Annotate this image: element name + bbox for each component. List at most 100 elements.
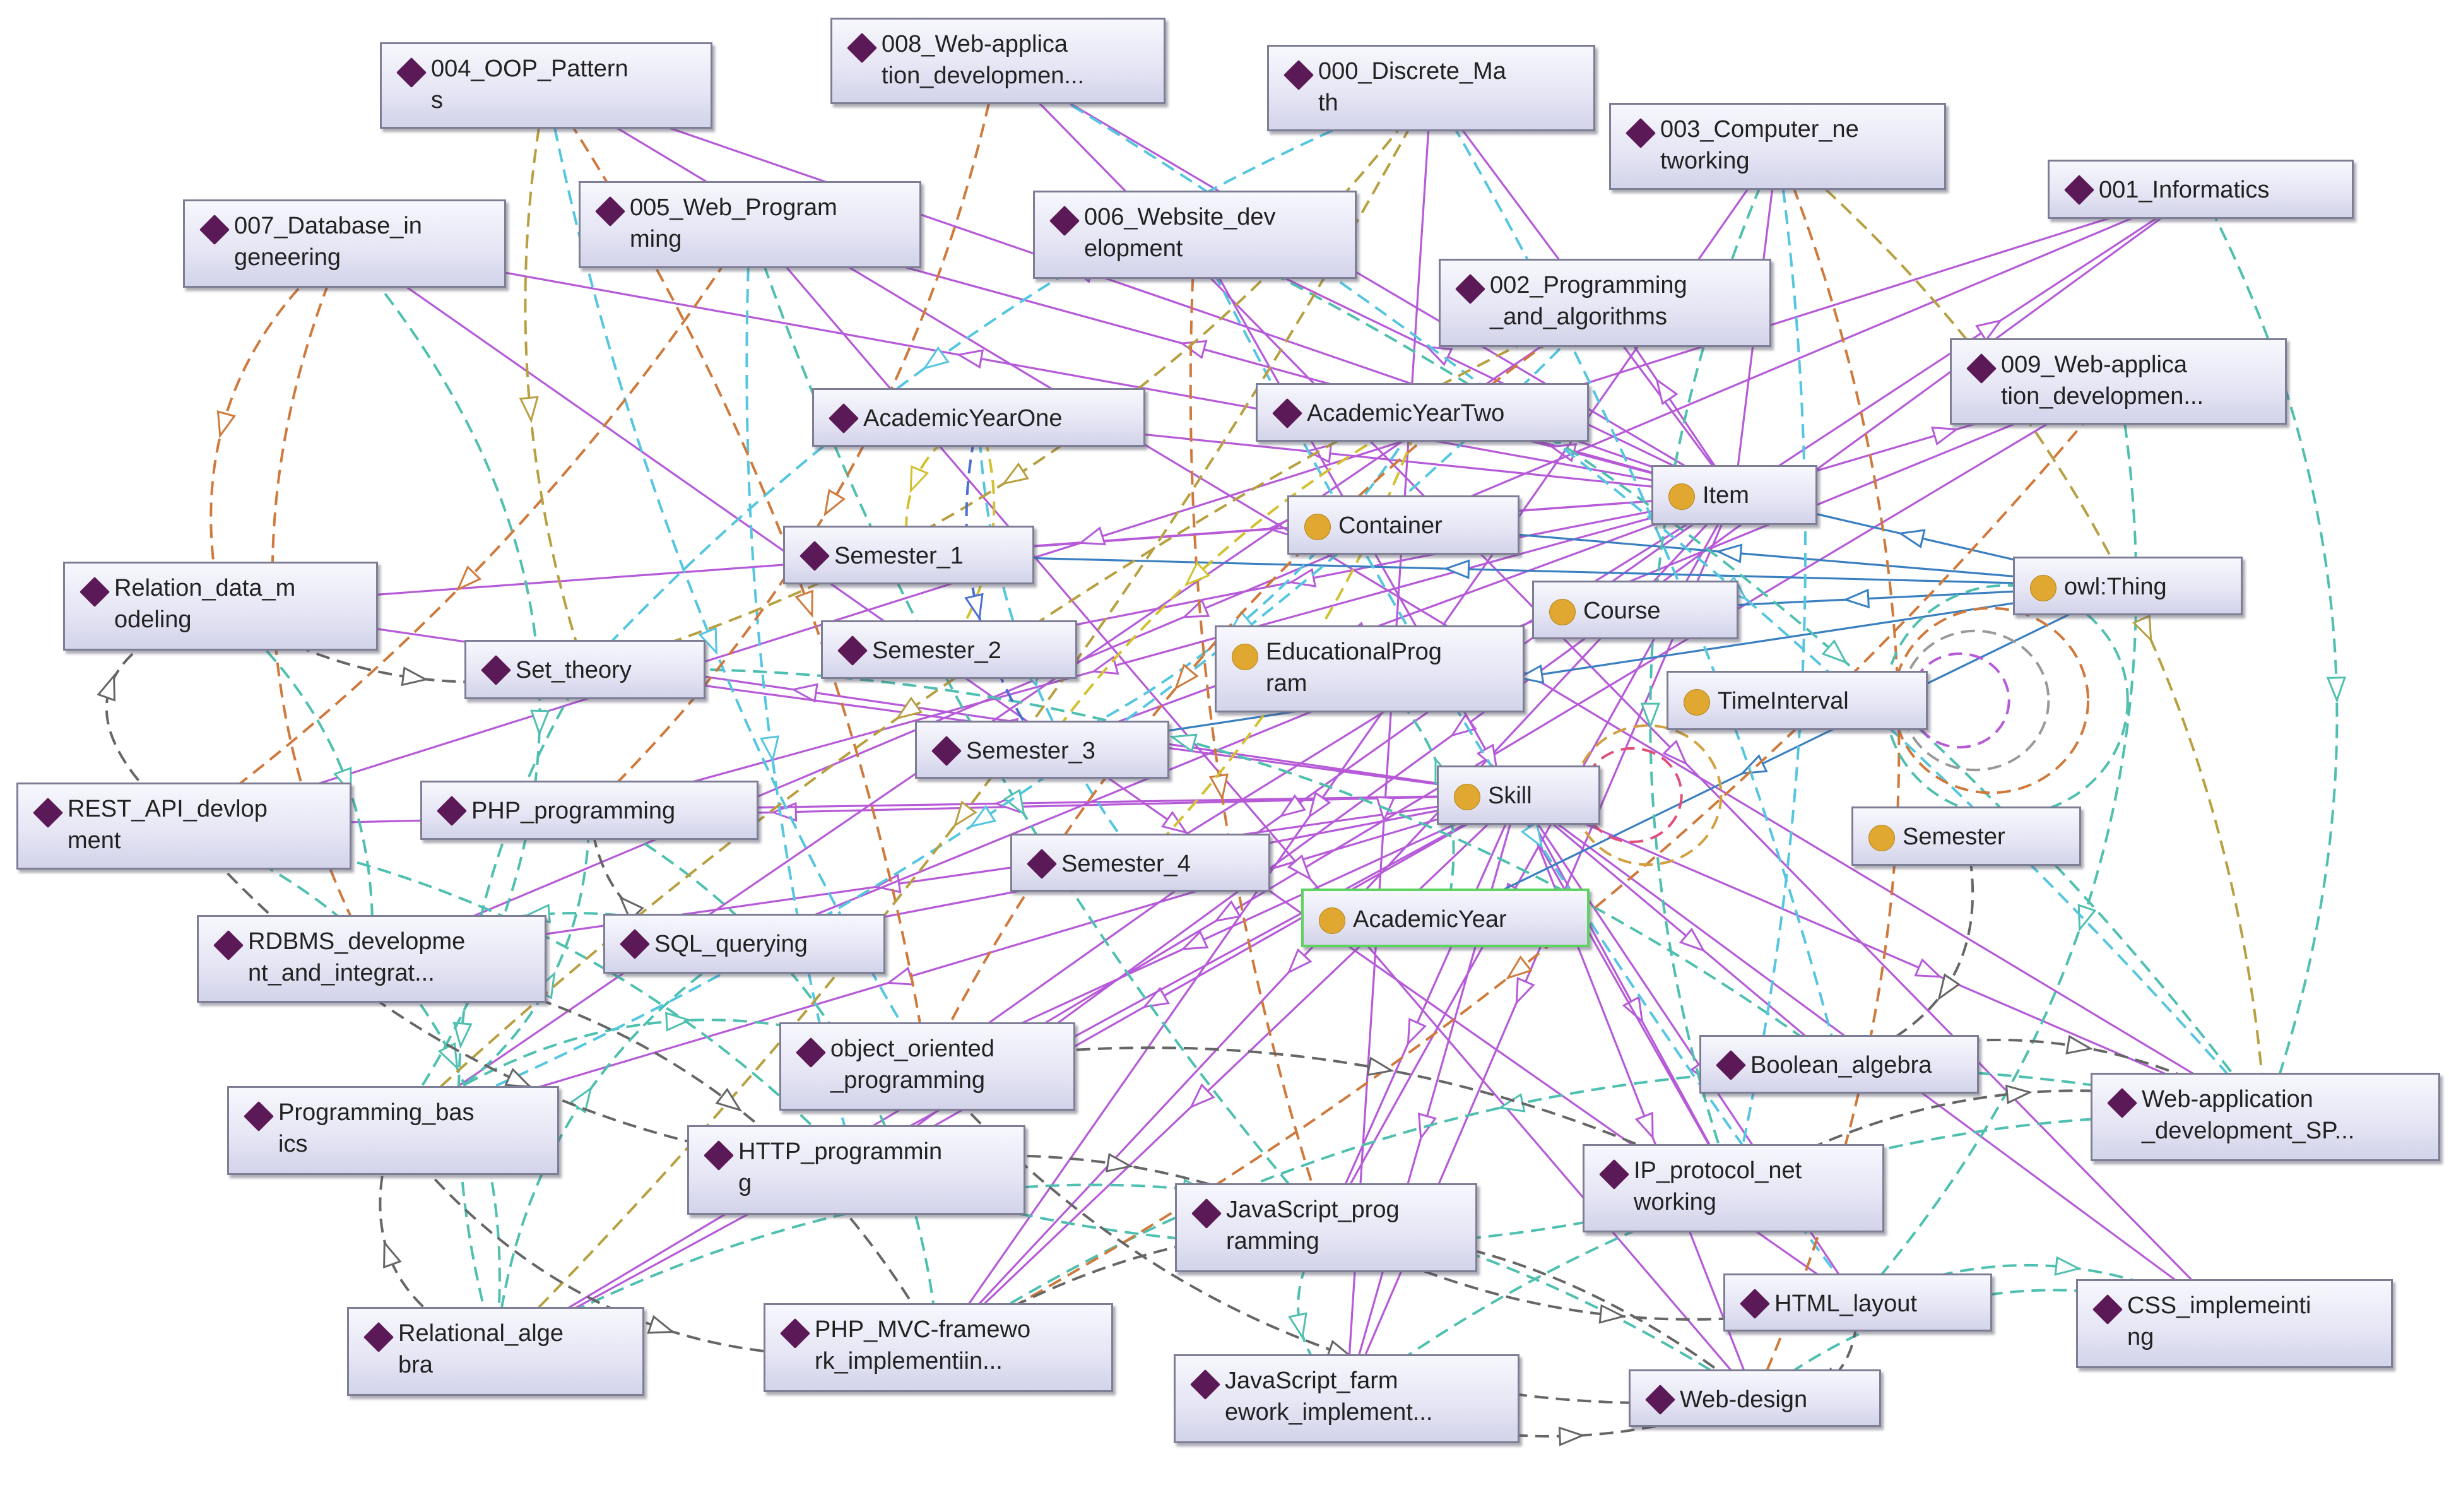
individual-node[interactable]: Programming_bas ics <box>227 1086 559 1175</box>
relation-edge[interactable] <box>588 61 1000 812</box>
edge-arrowhead <box>401 666 429 687</box>
edge-arrowhead <box>1640 702 1661 729</box>
class-node[interactable]: Item <box>1651 465 1817 525</box>
relation-edge[interactable] <box>1042 584 2128 751</box>
relation-edge[interactable] <box>183 825 501 1352</box>
relation-edge[interactable] <box>371 794 1519 960</box>
individual-node[interactable]: Semester_3 <box>915 721 1169 779</box>
relation-edge[interactable] <box>209 242 346 606</box>
individual-node[interactable]: 008_Web-applica tion_developmen... <box>830 18 1165 104</box>
class-node[interactable]: Container <box>1287 495 1520 555</box>
individual-node[interactable]: 004_OOP_Pattern s <box>380 42 712 129</box>
individual-node[interactable]: PHP_programming <box>420 781 758 840</box>
relation-edge[interactable] <box>926 1065 1756 1405</box>
relation-edge[interactable] <box>589 493 1735 812</box>
individual-node[interactable]: Semester_1 <box>783 526 1034 584</box>
individual-node[interactable]: HTML_layout <box>1723 1273 1992 1332</box>
relation-edge[interactable] <box>997 59 2267 1118</box>
relation-edge[interactable] <box>495 87 1432 1352</box>
individual-node[interactable]: 001_Informatics <box>2048 160 2354 219</box>
self-loop-edge[interactable] <box>1892 606 2090 794</box>
individual-node[interactable]: PHP_MVC-framewo rk_implementiin... <box>764 1303 1113 1392</box>
edge-arrowhead <box>1174 663 1199 690</box>
relation-edge[interactable] <box>908 553 2128 588</box>
individual-node[interactable]: 007_Database_in geneering <box>183 199 506 288</box>
relation-edge[interactable] <box>1403 524 2128 588</box>
individual-node[interactable]: 003_Computer_ne tworking <box>1609 103 1946 190</box>
class-node[interactable]: AcademicYear <box>1301 889 1590 947</box>
class-node[interactable]: TimeInterval <box>1667 671 1928 730</box>
relation-edge[interactable] <box>927 1046 1734 1190</box>
relation-edge[interactable] <box>494 942 745 1352</box>
class-node[interactable]: Course <box>1532 581 1738 639</box>
relation-edge[interactable] <box>1518 794 1735 1189</box>
relation-edge[interactable] <box>1430 87 1841 1065</box>
relation-edge[interactable] <box>183 223 752 827</box>
individual-node[interactable]: Relation_data_m odeling <box>63 562 378 651</box>
individual-node[interactable]: Web-design <box>1629 1369 1881 1427</box>
relation-edge[interactable] <box>1041 493 1735 751</box>
relation-edge[interactable] <box>495 1183 1756 1400</box>
individual-node[interactable]: CSS_implemeinti ng <box>2076 1279 2393 1368</box>
individual-node[interactable]: object_oriented _programming <box>779 1022 1075 1111</box>
relation-edge[interactable] <box>965 417 1044 751</box>
class-node[interactable]: Semester <box>1851 806 2081 866</box>
individual-node[interactable]: Boolean_algebra <box>1699 1035 1979 1094</box>
individual-node[interactable]: AcademicYearOne <box>812 388 1145 447</box>
relation-edge[interactable] <box>997 60 1735 496</box>
relation-edge[interactable] <box>1345 794 1520 1399</box>
relation-edge[interactable] <box>1041 411 1424 751</box>
class-circle-icon <box>1232 644 1258 670</box>
individual-node[interactable]: 005_Web_Program ming <box>579 181 921 268</box>
relation-edge[interactable] <box>1345 88 1432 1399</box>
relation-edge[interactable] <box>1838 836 1974 1066</box>
individual-node[interactable]: 006_Website_dev elopment <box>1033 191 1357 279</box>
class-node[interactable]: owl:Thing <box>2013 557 2243 615</box>
individual-node[interactable]: JavaScript_prog ramming <box>1175 1183 1477 1272</box>
class-node[interactable]: EducationalProg ram <box>1215 625 1525 712</box>
relation-edge[interactable] <box>184 188 2201 827</box>
relation-edge[interactable] <box>926 794 1520 1068</box>
individual-node[interactable]: REST_API_devlop ment <box>16 783 351 870</box>
relation-edge[interactable] <box>1732 146 1807 1189</box>
relation-edge[interactable] <box>1856 381 2138 1304</box>
relation-edge[interactable] <box>938 381 2120 1349</box>
relation-edge[interactable] <box>948 416 996 651</box>
relation-edge[interactable] <box>1189 234 1328 1229</box>
individual-node[interactable]: JavaScript_farm ework_implement... <box>1174 1354 1520 1443</box>
individual-node[interactable]: IP_protocol_net working <box>1583 1144 1884 1232</box>
relation-edge[interactable] <box>948 493 1735 651</box>
individual-node[interactable]: Semester_2 <box>821 620 1077 679</box>
relation-edge[interactable] <box>1649 146 1779 1189</box>
relation-edge[interactable] <box>745 224 858 1171</box>
individual-node[interactable]: AcademicYearTwo <box>1256 383 1589 442</box>
relation-edge[interactable] <box>937 794 1520 1349</box>
individual-node[interactable]: SQL_querying <box>603 914 885 974</box>
relation-edge[interactable] <box>1194 233 2267 1118</box>
relation-edge[interactable] <box>2199 189 2339 1118</box>
relation-edge[interactable] <box>584 667 1840 1066</box>
relation-edge[interactable] <box>220 605 1519 796</box>
relation-edge[interactable] <box>524 85 586 670</box>
relation-edge[interactable] <box>1518 794 2266 1118</box>
individual-node[interactable]: Web-application _development_SP... <box>2091 1073 2440 1161</box>
relation-edge[interactable] <box>1041 411 1423 751</box>
relation-edge[interactable] <box>1518 794 1840 1065</box>
relation-edge[interactable] <box>1325 794 1520 1229</box>
individual-diamond-icon <box>1625 117 1656 149</box>
relation-edge[interactable] <box>344 242 1735 497</box>
individual-node[interactable]: Semester_4 <box>1010 834 1270 892</box>
relation-edge[interactable] <box>392 302 1606 1132</box>
individual-node[interactable]: Set_theory <box>464 640 705 699</box>
individual-node[interactable]: Relational_alge bra <box>347 1307 644 1396</box>
relation-edge[interactable] <box>220 605 374 959</box>
individual-node[interactable]: 002_Programming _and_algorithms <box>1439 259 1771 347</box>
edge-arrowhead <box>1634 1111 1654 1140</box>
individual-node[interactable]: 009_Web-applica tion_developmen... <box>1950 338 2287 425</box>
individual-node[interactable]: HTTP_programmin g <box>687 1125 1025 1215</box>
individual-node[interactable]: RDBMS_developme nt_and_integrat... <box>197 915 546 1003</box>
relation-edge[interactable] <box>584 86 1432 671</box>
class-node[interactable]: Skill <box>1437 765 1600 825</box>
individual-node[interactable]: 000_Discrete_Ma th <box>1267 45 1595 131</box>
